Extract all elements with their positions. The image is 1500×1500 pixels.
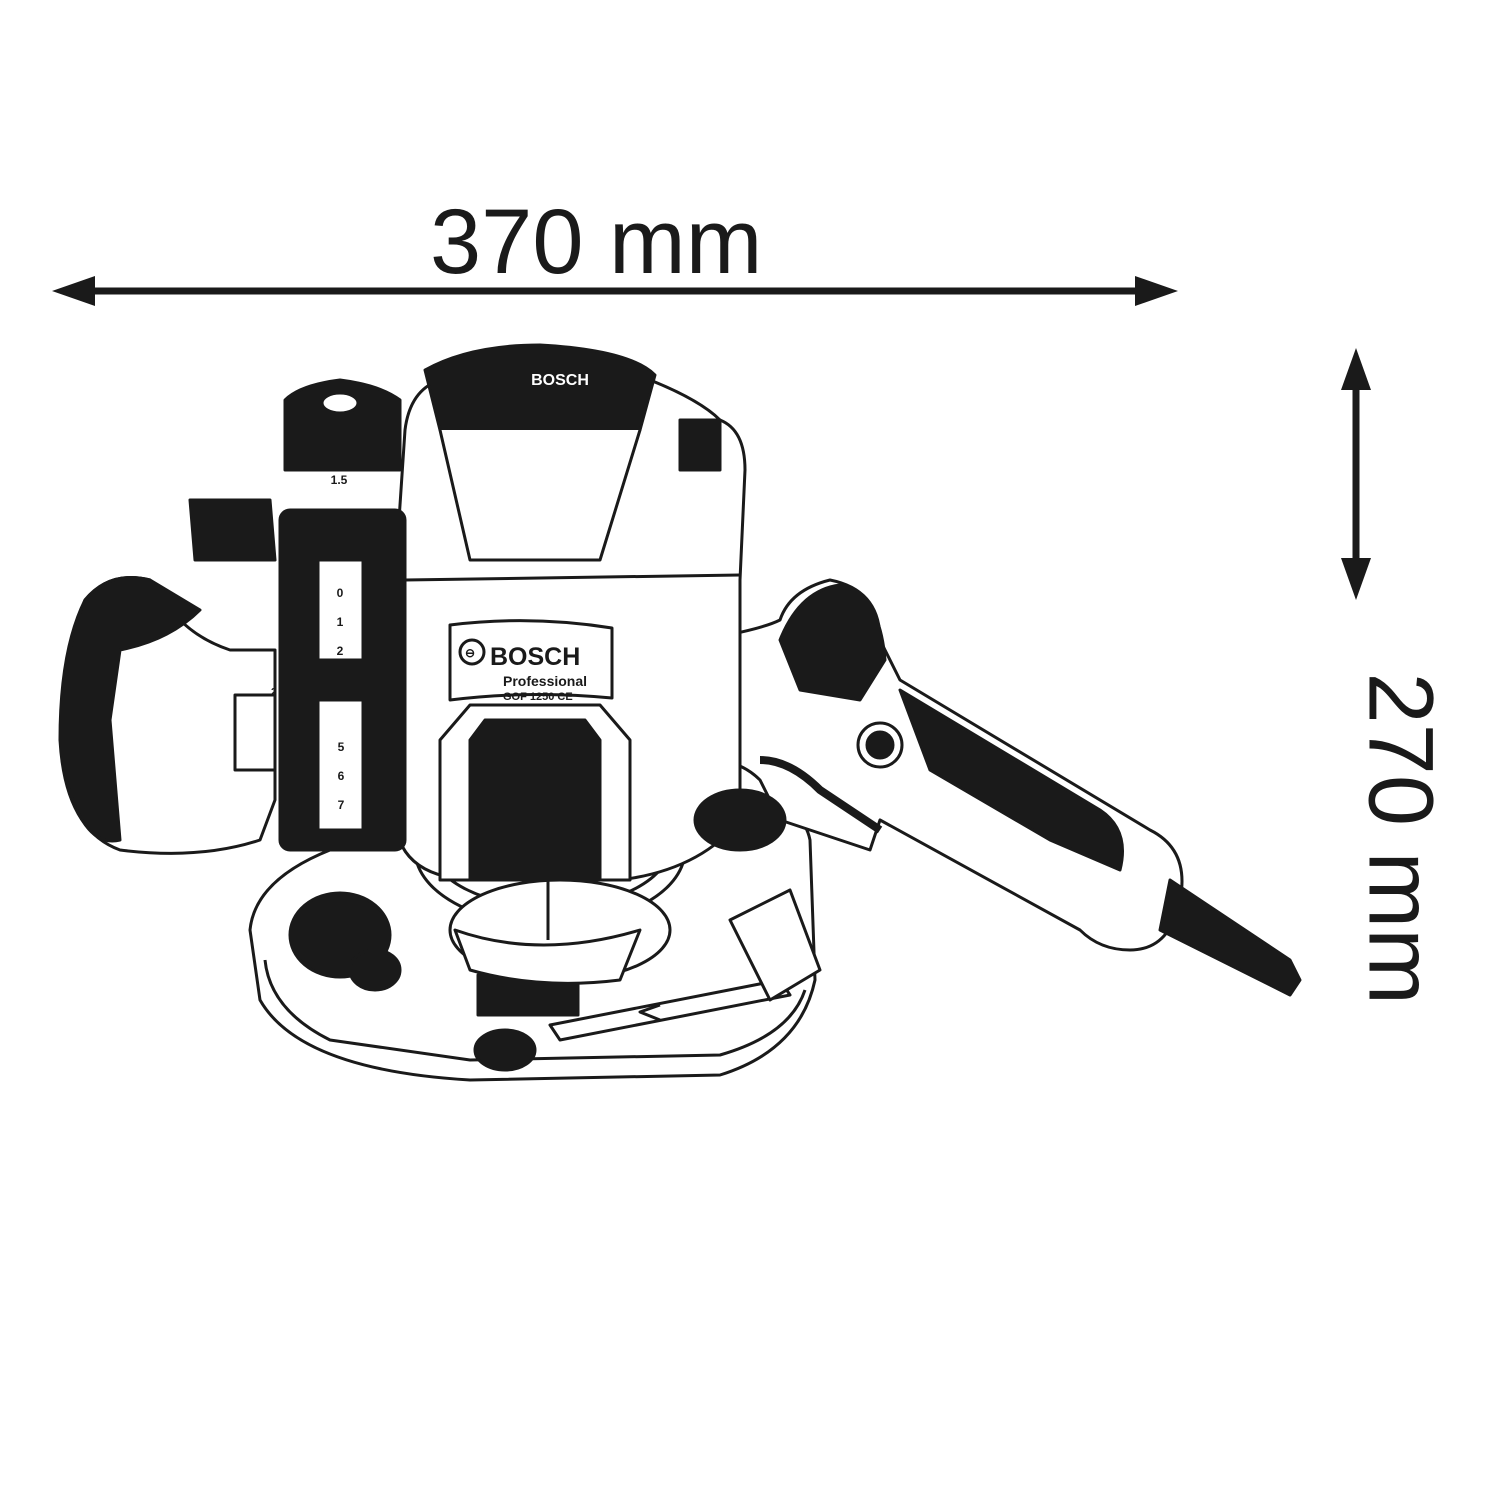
width-label: 370 mm (430, 191, 763, 293)
left-handle[interactable] (58, 498, 277, 855)
dial-value: 1.5 (331, 473, 348, 487)
side-mark: 2 (271, 687, 277, 698)
scale-tick: 7 (338, 798, 345, 812)
base-knob[interactable] (693, 788, 787, 852)
scale-tick: 1 (337, 615, 344, 629)
depth-stop[interactable]: 1.5 0 1 2 5 6 7 2 (271, 378, 407, 979)
model-text: GOF 1250 CE (503, 691, 573, 703)
scale-tick: 2 (337, 644, 344, 658)
scale-tick: 5 (338, 740, 345, 754)
product-label: ⊖ BOSCH Professional GOF 1250 CE (448, 619, 614, 703)
height-arrow (1341, 348, 1371, 600)
lock-knob[interactable] (348, 948, 402, 992)
cap-brand-text: BOSCH (531, 372, 589, 389)
line-text: Professional (503, 673, 587, 689)
bosch-logo-icon: ⊖ (465, 646, 475, 660)
scale-tick: 0 (337, 586, 344, 600)
right-handle[interactable] (698, 578, 1302, 997)
width-arrow (52, 276, 1178, 306)
scale-tick: 6 (338, 769, 345, 783)
brand-text: BOSCH (490, 643, 580, 671)
